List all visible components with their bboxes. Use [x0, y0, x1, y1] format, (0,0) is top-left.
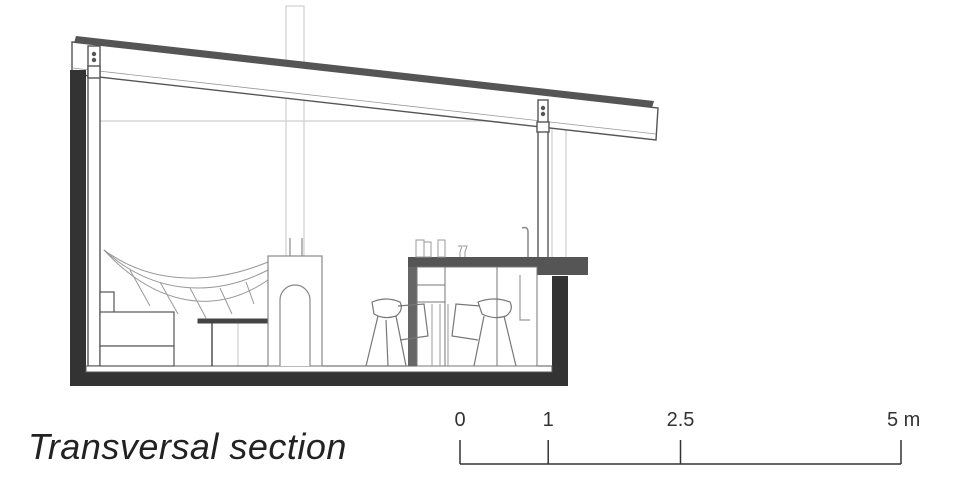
bolt	[91, 57, 97, 63]
bottle	[423, 241, 432, 258]
scale-bar: 0 1 2.5 5 m	[454, 409, 920, 465]
table-pedestal	[431, 304, 449, 366]
right-column-bracket	[536, 121, 550, 133]
scale-tick-label: 1	[543, 409, 554, 431]
sofa-back	[99, 291, 115, 315]
hammock-net	[129, 269, 255, 319]
chair-back	[371, 298, 402, 319]
left-column-bracket	[87, 65, 101, 79]
floor-slab	[70, 372, 568, 386]
chair-leg	[385, 319, 389, 367]
chimney-flue	[285, 5, 305, 259]
structure	[70, 70, 568, 386]
chair-left	[365, 298, 429, 367]
bottle	[437, 239, 446, 258]
drain-pipe	[519, 275, 530, 321]
wood-stove	[267, 238, 323, 367]
rear-bench	[237, 319, 273, 367]
scale-tick-label: 0	[454, 409, 465, 431]
chair-leg	[473, 315, 485, 367]
roof	[71, 36, 659, 141]
chair-leg	[503, 315, 517, 367]
chair-right	[451, 298, 517, 367]
bolt	[540, 105, 546, 111]
faucet	[521, 226, 529, 257]
roof-slab	[71, 41, 659, 141]
columns	[87, 45, 550, 367]
sofa	[99, 291, 175, 367]
counter-top	[408, 257, 588, 267]
chair-leg	[365, 315, 379, 367]
chair-back	[477, 298, 512, 319]
roof-tiles	[74, 36, 654, 108]
hammock	[103, 249, 269, 319]
scale-tick-label: 5 m	[887, 409, 920, 431]
chair-leg	[395, 315, 407, 367]
bottles	[415, 239, 468, 258]
left-wall	[70, 70, 86, 386]
counter-overhang	[536, 257, 588, 275]
hammock-net	[103, 249, 269, 302]
chair-arm	[397, 303, 429, 341]
wine-glass	[463, 245, 468, 257]
hammock-net	[103, 249, 269, 279]
floor-finish	[85, 365, 553, 373]
wine-glass	[458, 245, 463, 257]
bottle	[415, 239, 425, 258]
left-column	[87, 45, 101, 367]
counter-side	[408, 267, 417, 366]
scale-tick-label: 2.5	[667, 409, 695, 431]
bolt	[540, 111, 546, 117]
sofa-seat	[99, 311, 175, 347]
stove-door	[279, 284, 311, 366]
bolt	[91, 51, 97, 57]
chair-arm	[451, 303, 481, 341]
sofa-base	[99, 345, 175, 367]
right-wall	[552, 276, 568, 386]
roof-slab-inner-line	[71, 67, 657, 135]
drawing-title: Transversal section	[28, 426, 347, 467]
hammock-net	[103, 249, 269, 289]
